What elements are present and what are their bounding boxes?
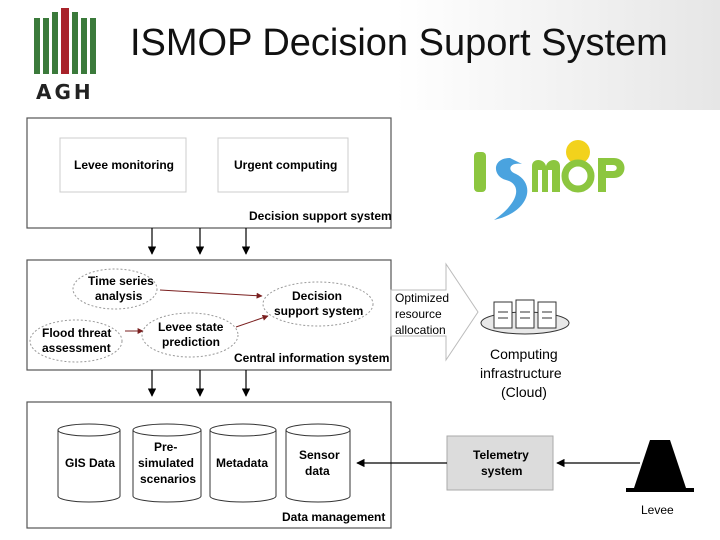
server-cluster-icon — [480, 299, 570, 335]
levee-state-label-2: prediction — [162, 335, 221, 349]
urgent-computing-label: Urgent computing — [234, 158, 338, 172]
metadata-label: Metadata — [216, 456, 269, 470]
levee-state-label-1: Levee state — [158, 320, 224, 334]
flood-threat-label-2: assessment — [42, 341, 111, 355]
presim-label-3: scenarios — [140, 472, 197, 486]
gis-cylinder — [57, 423, 121, 503]
time-series-label-1: Time series — [88, 274, 154, 288]
flood-threat-ellipse — [29, 319, 123, 363]
time-series-ellipse — [72, 268, 158, 310]
levee-base — [626, 488, 694, 492]
presim-label-2: simulated — [138, 456, 195, 470]
presim-cylinder — [132, 423, 202, 503]
decision-support-label-2: support system — [274, 304, 364, 318]
urgent-computing-box — [217, 137, 349, 193]
arrow-timeseries-decision — [159, 289, 263, 299]
levee-monitoring-box — [59, 137, 187, 193]
cloud-label-1: Computing — [490, 346, 558, 362]
telemetry-label-2: system — [481, 464, 523, 478]
ismop-logo — [474, 140, 625, 220]
central-info-system-label: Central information system — [234, 351, 390, 365]
decision-support-label-1: Decision — [292, 289, 343, 303]
telemetry-label-1: Telemetry — [473, 448, 529, 462]
time-series-label-2: analysis — [95, 289, 143, 303]
arrow-state-decision — [235, 314, 269, 328]
optimized-label-3: allocation — [395, 323, 446, 337]
cloud-arrow — [390, 262, 479, 362]
presim-label-1: Pre- — [154, 440, 178, 454]
data-management-label: Data management — [282, 510, 386, 524]
flood-threat-label-1: Flood threat — [42, 326, 112, 340]
cloud-label-2: infrastructure — [480, 365, 562, 381]
telemetry-box — [446, 435, 554, 491]
sensor-label-2: data — [305, 464, 330, 478]
sensor-label-1: Sensor — [299, 448, 340, 462]
sensor-cylinder — [285, 423, 351, 503]
agh-logo-text: AGH — [36, 80, 94, 104]
levee-monitoring-label: Levee monitoring — [74, 158, 175, 172]
optimized-label-1: Optimized — [395, 291, 450, 305]
agh-logo — [34, 8, 96, 74]
slide-header — [0, 0, 720, 110]
decision-support-ellipse — [262, 281, 374, 327]
decision-support-system-label: Decision support system — [249, 209, 392, 223]
levee-state-ellipse — [141, 312, 239, 358]
gis-data-label: GIS Data — [65, 456, 116, 470]
optimized-label-2: resource — [395, 307, 442, 321]
agh-logo-bars — [34, 8, 96, 74]
slide-title: ISMOP Decision Suport System — [130, 22, 668, 64]
cloud-label-3: (Cloud) — [501, 384, 547, 400]
metadata-cylinder — [209, 423, 277, 503]
levee-label: Levee — [641, 503, 674, 517]
levee-shape — [634, 440, 686, 488]
